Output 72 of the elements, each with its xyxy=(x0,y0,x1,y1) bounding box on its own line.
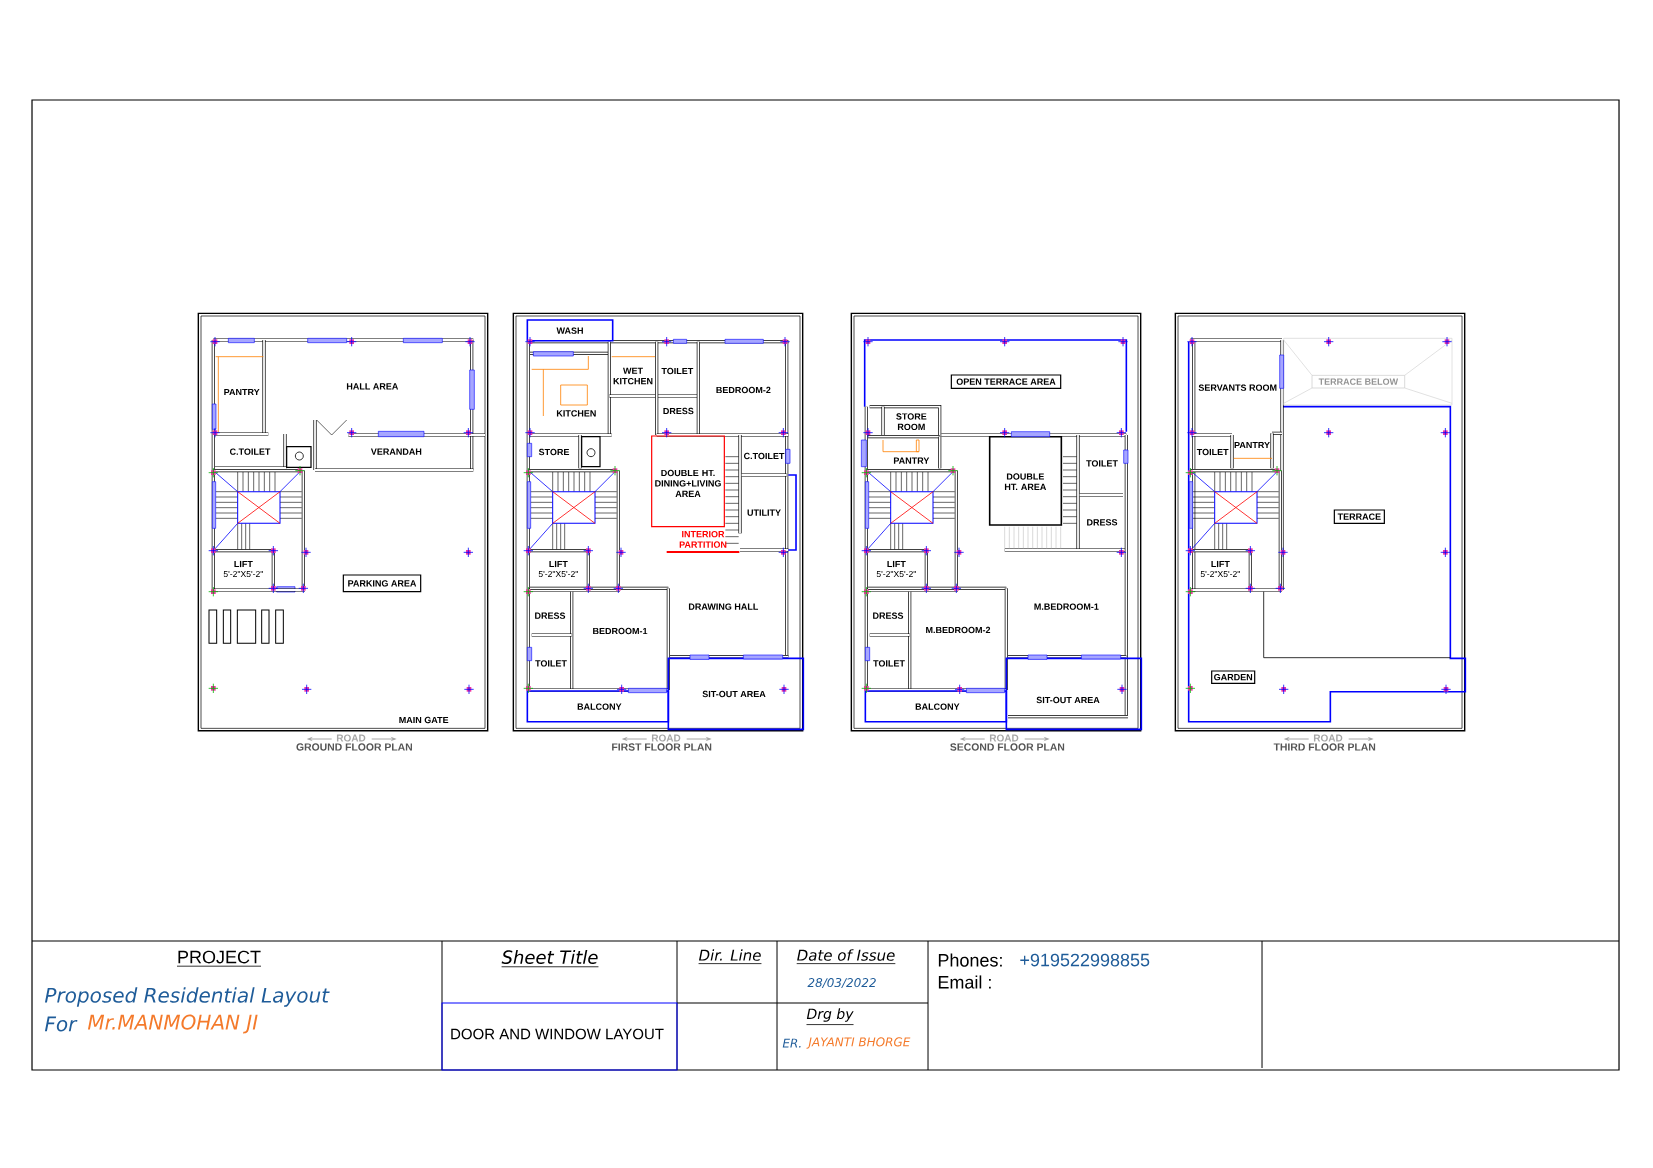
plan-title: THIRD FLOOR PLAN xyxy=(1273,743,1376,751)
room-name: LIFT xyxy=(887,560,906,568)
plan-title: SECOND FLOOR PLAN xyxy=(950,743,1065,751)
room-name: SIT-OUT AREA xyxy=(1036,696,1100,704)
room-name: STORE ROOM xyxy=(896,413,927,431)
table-heading: PROJECT xyxy=(176,950,262,967)
room-name: M.BEDROOM-2 xyxy=(926,626,991,634)
road-label: ROAD xyxy=(989,734,1019,742)
plan-title: FIRST FLOOR PLAN xyxy=(612,743,712,751)
room-name: MAIN GATE xyxy=(399,716,449,724)
room-name-box: GARDEN xyxy=(1211,670,1256,684)
contact-label: Phones: xyxy=(938,953,1002,967)
contact-label: Email : xyxy=(938,975,991,989)
room-name: BALCONY xyxy=(577,703,622,710)
project-name: For xyxy=(44,1016,78,1032)
room-name-box: PARKING AREA xyxy=(342,574,422,593)
room-name: SERVANTS ROOM xyxy=(1198,384,1277,391)
room-name: BALCONY xyxy=(915,703,960,710)
dimension-text: 5'-2"X5'-2" xyxy=(223,571,263,578)
table-heading: Drg by xyxy=(806,1008,854,1025)
issue-date: 28/03/2022 xyxy=(807,978,876,989)
room-name: DRESS xyxy=(1087,519,1118,526)
room-name: PANTRY xyxy=(1234,441,1270,449)
room-name: DOUBLE HT. DINING+LIVING AREA xyxy=(655,469,721,497)
room-name: LIFT xyxy=(234,560,253,568)
phone-number: +919522998855 xyxy=(1020,953,1150,967)
room-name: DRAWING HALL xyxy=(688,603,759,610)
room-name: M.BEDROOM-1 xyxy=(1034,603,1099,610)
table-heading: Dir. Line xyxy=(698,949,762,964)
room-name: DRESS xyxy=(535,612,566,619)
room-name: BEDROOM-2 xyxy=(716,386,771,394)
dimension-text: 5'-2"X5'-2" xyxy=(1200,571,1240,578)
room-name: TOILET xyxy=(1086,460,1118,467)
road-label: ROAD xyxy=(336,734,366,742)
room-name: PANTRY xyxy=(224,388,260,396)
room-name: DOUBLE HT. AREA xyxy=(1004,473,1047,490)
table-heading: Sheet Title xyxy=(501,950,599,968)
room-name: WET KITCHEN xyxy=(613,367,653,385)
road-label: ROAD xyxy=(1313,734,1343,742)
room-name: UTILITY xyxy=(747,509,781,516)
room-name: C.TOILET xyxy=(743,452,785,460)
room-name-box: TERRACE BELOW xyxy=(1311,375,1406,389)
room-name: BEDROOM-1 xyxy=(593,627,648,635)
plan-title: GROUND FLOOR PLAN xyxy=(296,743,412,751)
room-name: TOILET xyxy=(873,660,905,667)
room-name: WASH xyxy=(556,327,583,334)
project-name: Proposed Residential Layout xyxy=(44,987,330,1007)
room-name: VERANDAH xyxy=(370,448,422,455)
room-name: TOILET xyxy=(661,367,694,375)
dimension-text: 5'-2"X5'-2" xyxy=(876,571,916,578)
client-name: Mr.MANMOHAN JI xyxy=(87,1014,258,1034)
dimension-text: 5'-2"X5'-2" xyxy=(538,571,578,578)
sheet-title: DOOR AND WINDOW LAYOUT xyxy=(451,1028,664,1040)
room-name: C.TOILET xyxy=(229,448,271,455)
room-name: TOILET xyxy=(1196,448,1229,456)
room-name: LIFT xyxy=(549,560,568,568)
room-name: HALL AREA xyxy=(346,383,399,390)
partition-label: INTERIOR PARTITION xyxy=(679,530,727,548)
room-name: DRESS xyxy=(663,407,694,415)
drafter-title: ER. xyxy=(782,1038,801,1048)
drafter-name: JAYANTI BHORGE xyxy=(806,1037,911,1049)
room-name: DRESS xyxy=(873,612,904,619)
room-name: SIT-OUT AREA xyxy=(702,690,766,698)
room-name-box: OPEN TERRACE AREA xyxy=(950,374,1062,389)
room-name: TOILET xyxy=(535,660,567,667)
table-heading: Date of Issue xyxy=(796,949,896,964)
room-name: KITCHEN xyxy=(556,410,596,417)
room-name-box: TERRACE xyxy=(1333,509,1385,524)
road-label: ROAD xyxy=(651,734,681,742)
room-name: STORE xyxy=(538,448,570,456)
room-name: LIFT xyxy=(1211,560,1230,568)
room-name: PANTRY xyxy=(893,457,930,464)
